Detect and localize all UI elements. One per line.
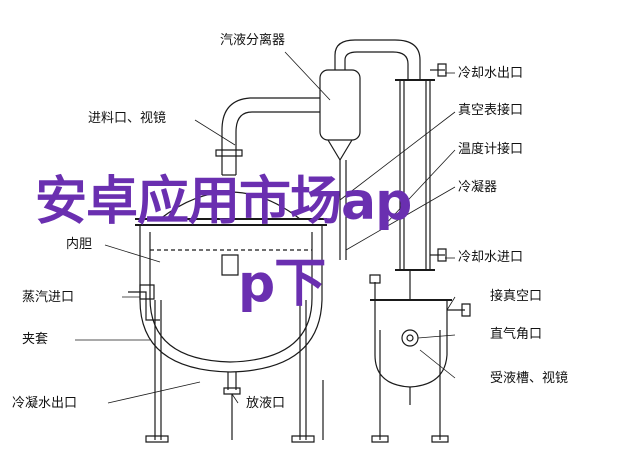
label-drain: 放液口 (246, 396, 286, 411)
leader-lines (75, 52, 455, 403)
label-vacuum-gauge-port: 真空表接口 (458, 103, 524, 118)
label-inner-bladder: 内胆 (66, 237, 93, 252)
label-steam-inlet: 蒸汽进口 (22, 290, 75, 305)
separator-vessel (320, 40, 420, 260)
label-straight-valve: 直气角口 (490, 327, 543, 342)
label-condenser: 冷凝器 (458, 180, 498, 195)
label-thermometer-port: 温度计接口 (458, 142, 524, 157)
label-feed-port: 进料口、视镜 (88, 111, 167, 126)
overlay-text-line1: 安卓应用市场ap (35, 172, 412, 232)
label-jacket: 夹套 (22, 332, 49, 347)
evaporator-vessel (128, 192, 327, 442)
label-receiver: 受液槽、视镜 (490, 371, 569, 386)
vapour-pipe (216, 98, 320, 175)
label-cooling-water-inlet: 冷却水进口 (458, 250, 524, 265)
label-condensate-outlet: 冷凝水出口 (12, 396, 78, 411)
label-vacuum-connection: 接真空口 (490, 289, 543, 304)
label-separator: 汽液分离器 (220, 33, 286, 48)
receiver-vessel (370, 270, 470, 442)
label-cooling-water-outlet: 冷却水出口 (458, 66, 524, 81)
overlay-text-line2: p下 (238, 254, 326, 314)
condenser-column (395, 64, 446, 270)
